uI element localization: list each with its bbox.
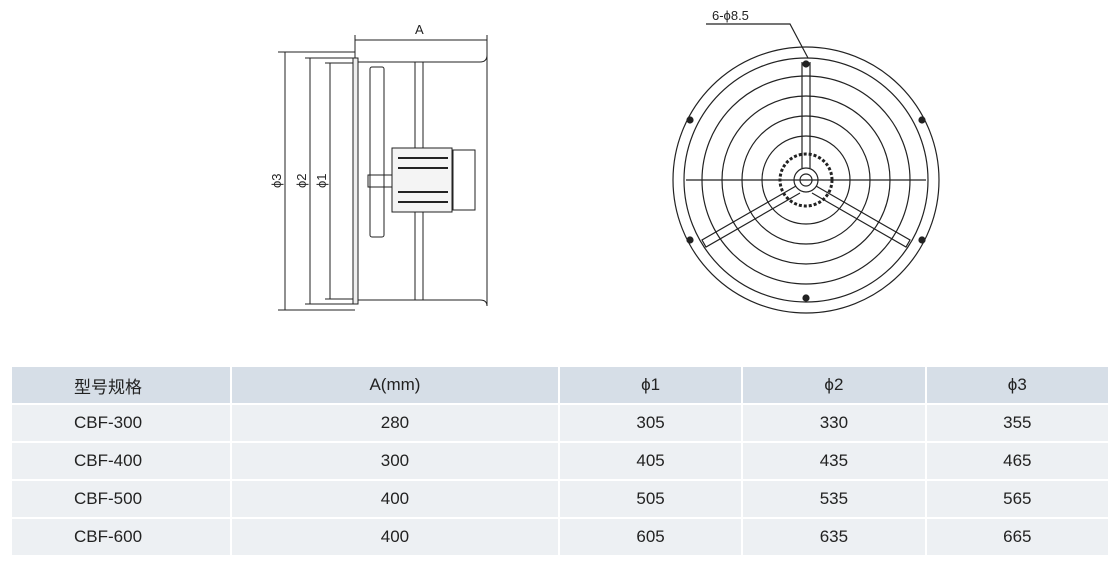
cell: 535 [743, 481, 925, 517]
cell: 400 [232, 519, 558, 555]
table-header-row: 型号规格 A(mm) ϕ1 ϕ2 ϕ3 [12, 367, 1108, 403]
cell: CBF-500 [12, 481, 230, 517]
cell: 300 [232, 443, 558, 479]
hole-spec-label: 6-ϕ8.5 [712, 8, 749, 23]
header-phi2: ϕ2 [743, 367, 925, 403]
cell: 505 [559, 481, 742, 517]
cell: 355 [926, 405, 1108, 441]
cell: CBF-400 [12, 443, 230, 479]
cell: 565 [926, 481, 1108, 517]
cell: 405 [559, 443, 742, 479]
dim-a-label: A [415, 22, 424, 37]
fan-side-body [352, 54, 488, 307]
header-phi3: ϕ3 [926, 367, 1108, 403]
cell: 465 [926, 443, 1108, 479]
cell: 435 [743, 443, 925, 479]
dimension-a: A [354, 22, 488, 60]
front-view-drawing: 6-ϕ8.5 [672, 8, 940, 314]
cell: 400 [232, 481, 558, 517]
cell: 635 [743, 519, 925, 555]
leader-line [706, 23, 809, 59]
cell: 330 [743, 405, 925, 441]
cell: 280 [232, 405, 558, 441]
header-a: A(mm) [232, 367, 558, 403]
dim-phi2-label: ϕ2 [294, 173, 309, 188]
cell: CBF-300 [12, 405, 230, 441]
header-model: 型号规格 [12, 367, 230, 403]
cell: 665 [926, 519, 1108, 555]
cell: CBF-600 [12, 519, 230, 555]
cell: 305 [559, 405, 742, 441]
dimension-phi: ϕ3 ϕ2 ϕ1 [269, 51, 355, 311]
side-view-drawing: A ϕ3 ϕ2 ϕ1 [269, 22, 488, 311]
cell: 605 [559, 519, 742, 555]
dim-phi1-label: ϕ1 [314, 173, 329, 188]
header-phi1: ϕ1 [559, 367, 742, 403]
dim-phi3-label: ϕ3 [269, 173, 284, 188]
